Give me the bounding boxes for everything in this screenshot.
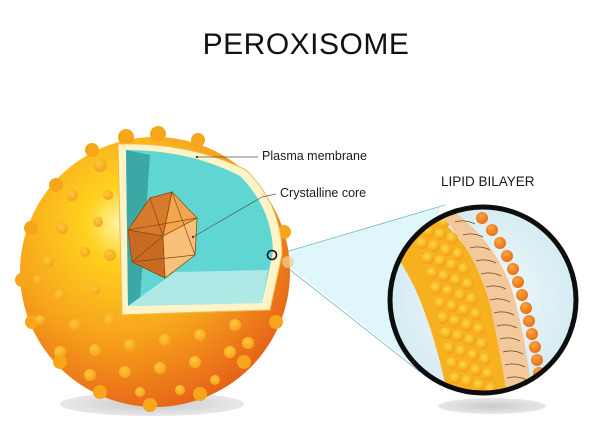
plasma-membrane-label: Plasma membrane bbox=[262, 149, 367, 163]
zoom-shadow bbox=[438, 398, 546, 414]
diagram-title: PEROXISOME bbox=[202, 28, 410, 61]
crystalline-core-label: Crystalline core bbox=[280, 186, 367, 200]
peroxisome-sphere bbox=[15, 126, 294, 412]
crystalline-core bbox=[127, 191, 198, 279]
zoom-selector-ring bbox=[266, 249, 278, 261]
lipid-bilayer-label: LIPID BILAYER bbox=[441, 174, 535, 189]
crystalline-core-leader bbox=[192, 196, 263, 238]
